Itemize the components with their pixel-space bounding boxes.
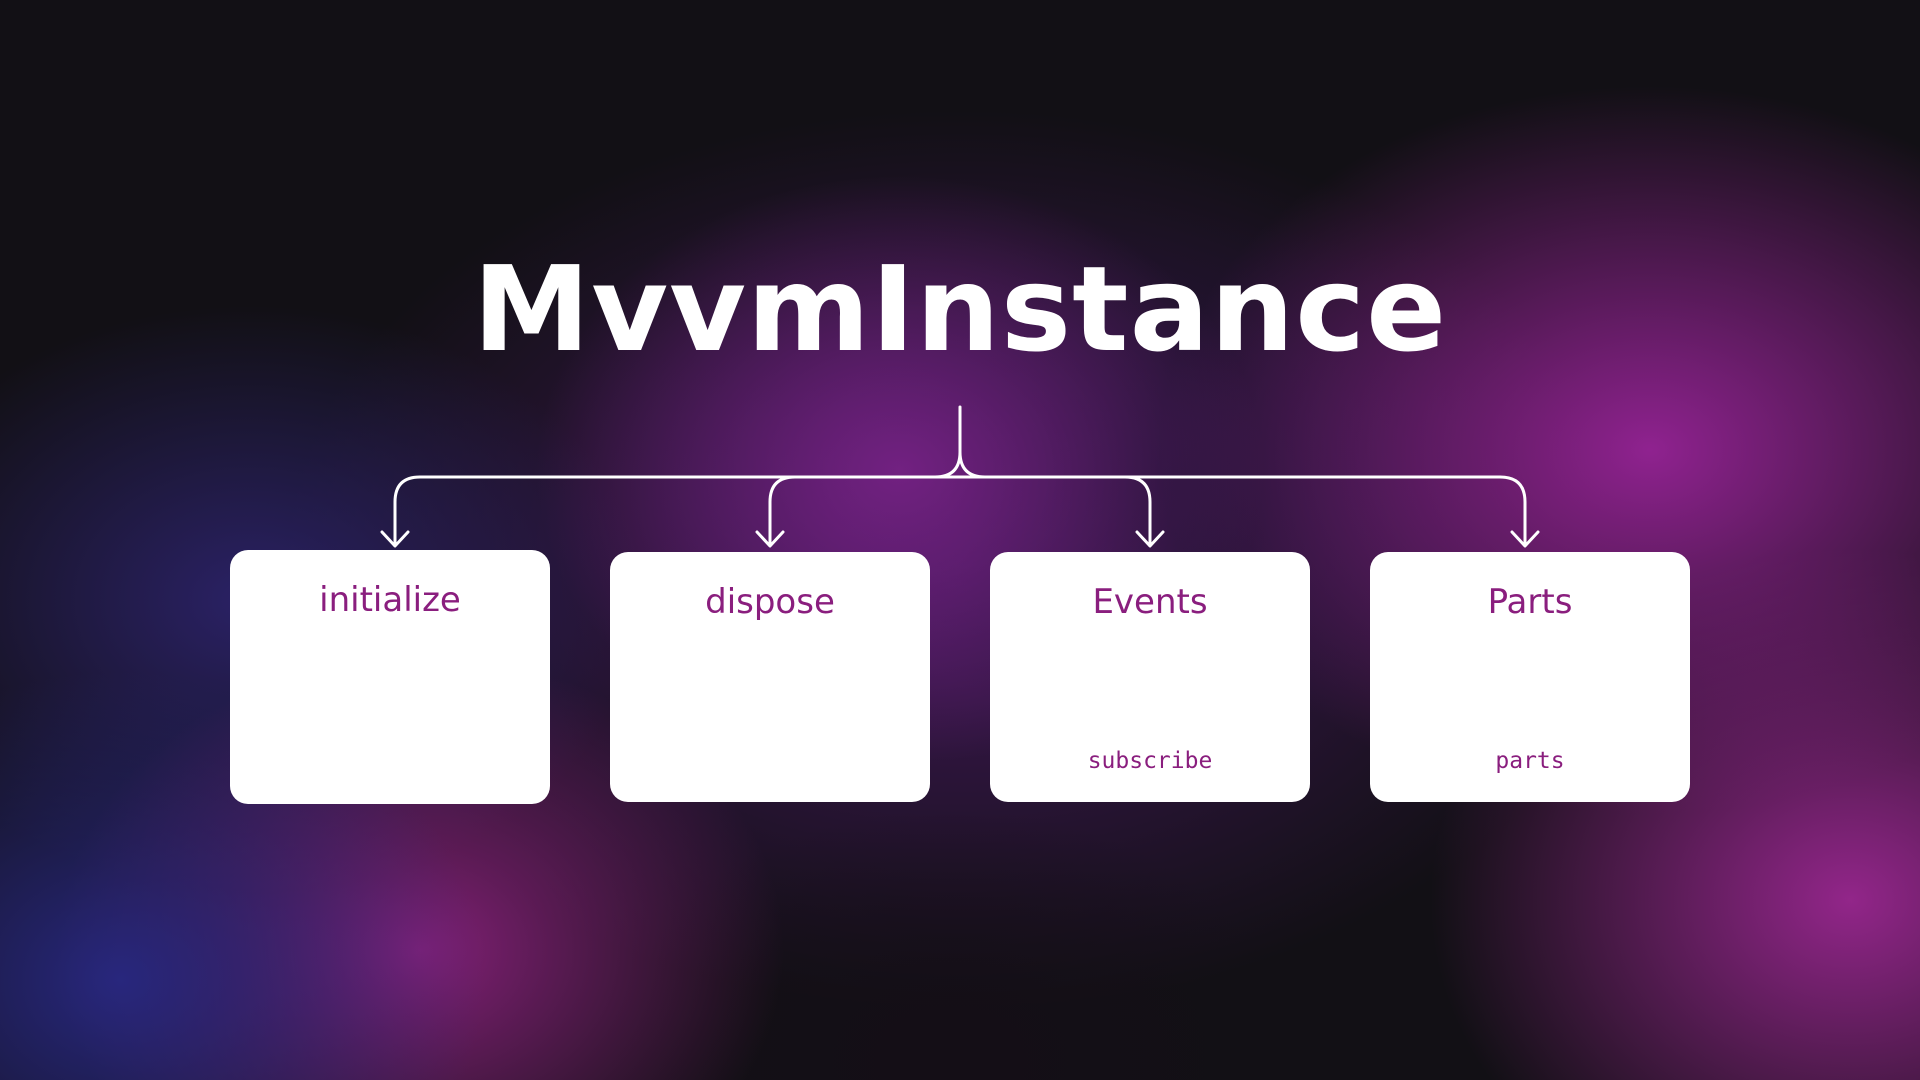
card-code-subscribe: subscribe	[1087, 748, 1213, 774]
connector-initialize	[393, 475, 422, 547]
card-dispose: dispose	[610, 552, 930, 802]
arrowhead-parts	[1510, 530, 1540, 548]
arrowhead-initialize	[380, 530, 410, 548]
stem-line	[933, 405, 962, 479]
card-title-initialize: initialize	[319, 580, 461, 620]
card-initialize: initialize	[230, 550, 550, 804]
card-title-events: Events	[1092, 582, 1208, 622]
diagram-title: MvvmInstance	[472, 240, 1448, 378]
connector-events	[1123, 475, 1152, 547]
card-parts: Parts parts	[1370, 552, 1690, 802]
arrowhead-events	[1135, 530, 1165, 548]
connector-dispose	[768, 475, 797, 547]
card-events: Events subscribe	[990, 552, 1310, 802]
card-title-dispose: dispose	[705, 582, 835, 622]
stem-line-right	[958, 450, 987, 479]
card-title-parts: Parts	[1487, 582, 1573, 622]
connector-parts	[1498, 475, 1527, 547]
arrowhead-dispose	[755, 530, 785, 548]
card-code-parts: parts	[1495, 748, 1565, 774]
